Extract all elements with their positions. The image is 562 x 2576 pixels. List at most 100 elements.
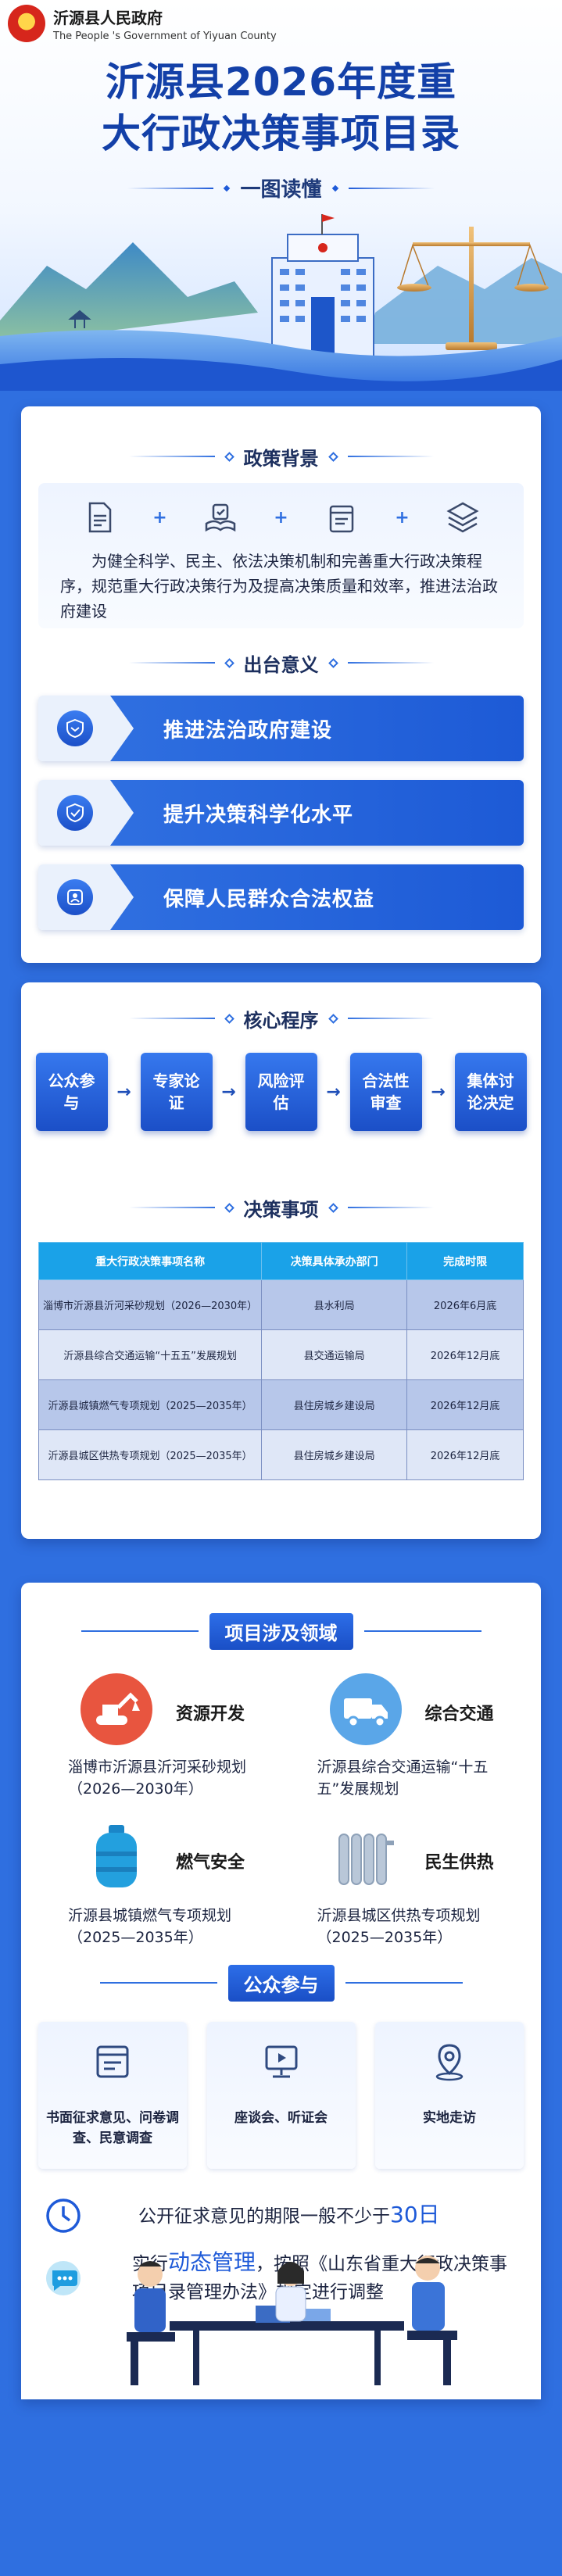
- participation-item: 实地走访: [375, 2022, 524, 2169]
- table-header: 完成时限: [406, 1242, 524, 1280]
- participation-list: 书面征求意见、问卷调查、民意调查 座谈会、听证会 实地走访: [38, 2022, 524, 2169]
- arrow-right-icon: →: [326, 1082, 341, 1102]
- title-line-1: 沂源县2026年度重: [105, 59, 457, 105]
- shield-check-icon: [57, 795, 93, 831]
- note-text-1: 公开征求意见的期限一般不少于30日: [76, 2201, 440, 2231]
- table-header: 重大行政决策事项名称: [38, 1242, 263, 1280]
- excavator-icon: [81, 1673, 152, 1745]
- clipboard-icon: [329, 505, 354, 533]
- government-building: [271, 214, 374, 360]
- plus-sign: +: [395, 507, 410, 528]
- table-row: 淄博市沂源县沂河采砂规划（2026—2030年） 县水利局 2026年6月底: [38, 1279, 524, 1330]
- domain-desc: 沂源县城镇燃气专项规划（2025—2035年）: [68, 1907, 232, 1946]
- domain-name: 燃气安全: [176, 1853, 245, 1873]
- document-icon: [88, 502, 112, 533]
- subtitle-text: 一图读懂: [240, 178, 322, 202]
- domain-desc: 沂源县综合交通运输“十五五”发展规划: [317, 1758, 489, 1798]
- screen-icon: [265, 2045, 297, 2078]
- significance-item: 提升决策科学化水平: [38, 780, 524, 846]
- procedure-step: 专家论证: [140, 1053, 213, 1131]
- domains-section-title: 项目涉及领域: [21, 1612, 541, 1650]
- gas-cylinder-icon: [96, 1825, 137, 1887]
- layers-icon: [446, 502, 479, 533]
- table-row: 沂源县城区供热专项规划（2025—2035年） 县住房城乡建设局 2026年12…: [38, 1429, 524, 1480]
- form-icon: [96, 2045, 129, 2078]
- title-line-right: [347, 456, 434, 457]
- page: ★ 沂源县人民政府 The People 's Government of Yi…: [0, 0, 562, 2399]
- significance-item: 保障人民群众合法权益: [38, 864, 524, 930]
- title-line-left: [128, 456, 215, 457]
- table-cell: 2026年12月底: [406, 1379, 524, 1430]
- person-figure: [127, 2261, 175, 2385]
- table-cell: 县住房城乡建设局: [261, 1429, 408, 1480]
- domain-name: 资源开发: [176, 1705, 245, 1724]
- domains-grid: 资源开发 淄博市沂源县沂河采砂规划（2026—2030年） 综合交通 沂源县综合…: [41, 1672, 524, 1950]
- title-line-left: [128, 662, 215, 664]
- participation-item: 书面征求意见、问卷调查、民意调查: [38, 2022, 187, 2169]
- domains-title: 项目涉及领域: [209, 1612, 353, 1650]
- title-line-left: [99, 1982, 217, 1984]
- divider-dot: [331, 184, 338, 191]
- note-item: 公开征求意见的期限一般不少于30日: [46, 2192, 524, 2239]
- table-cell: 县住房城乡建设局: [261, 1379, 408, 1430]
- water-wave: [0, 358, 562, 391]
- table-row: 沂源县综合交通运输“十五五”发展规划 县交通运输局 2026年12月底: [38, 1329, 524, 1380]
- table-cell: 沂源县城区供热专项规划（2025—2035年）: [38, 1429, 263, 1480]
- significance-label: 保障人民群众合法权益: [163, 887, 375, 911]
- title-diamond: [224, 657, 234, 668]
- domain-item: 综合交通 沂源县综合交通运输“十五五”发展规划: [291, 1672, 524, 1801]
- significance-label: 推进法治政府建设: [163, 718, 333, 742]
- plus-sign: +: [152, 507, 167, 528]
- participation-title: 公众参与: [227, 1964, 335, 2002]
- table-cell: 沂源县城镇燃气专项规划（2025—2035年）: [38, 1379, 263, 1430]
- participation-label: 座谈会、听证会: [234, 2110, 328, 2126]
- hero-banner: ★ 沂源县人民政府 The People 's Government of Yi…: [0, 0, 562, 391]
- title-line-right: [347, 1207, 434, 1208]
- title-diamond: [224, 451, 234, 462]
- title-line-2: 大行政决策事项目录: [102, 111, 460, 156]
- person-figure: [407, 2256, 457, 2385]
- title-diamond: [224, 1202, 234, 1213]
- title-line-right: [347, 1018, 434, 1019]
- title-diamond: [328, 1013, 338, 1024]
- domains-card: 项目涉及领域 资源开发 淄博市沂源县沂河采砂规划（2026—2030年）: [21, 1583, 541, 2399]
- significance-item: 推进法治政府建设: [38, 696, 524, 761]
- procedure-step: 风险评估: [245, 1053, 317, 1131]
- radiator-icon: [338, 1834, 394, 1885]
- table-cell: 2026年12月底: [406, 1329, 524, 1380]
- clock-icon: [46, 2199, 81, 2233]
- pavilion-shape: [68, 309, 91, 328]
- note-text-2: 实行动态管理，按照《山东省重大行政决策事项目录管理办法》规定进行调整: [76, 2249, 524, 2306]
- policy-card: 政策背景 + +: [21, 406, 541, 963]
- gov-header[interactable]: ★ 沂源县人民政府 The People 's Government of Yi…: [8, 5, 277, 42]
- participation-label: 实地走访: [423, 2110, 476, 2126]
- badge-icon: [57, 879, 93, 915]
- participation-section-title: 公众参与: [21, 1964, 541, 2002]
- title-line-right: [347, 662, 434, 664]
- table-row: 沂源县城镇燃气专项规划（2025—2035年） 县住房城乡建设局 2026年12…: [38, 1379, 524, 1430]
- shield-icon: [57, 710, 93, 746]
- table-cell: 2026年6月底: [406, 1279, 524, 1330]
- decisions-table: 重大行政决策事项名称 决策具体承办部门 完成时限 淄博市沂源县沂河采砂规划（20…: [38, 1242, 524, 1480]
- domain-item: 燃气安全 沂源县城镇燃气专项规划（2025—2035年）: [41, 1820, 275, 1950]
- policy-background-box: + + + 为健全科学、民主、依法决策机制和完善重大行政决: [38, 483, 524, 628]
- arrow-right-icon: →: [221, 1082, 236, 1102]
- title-line-right: [345, 1982, 463, 1984]
- significance-title: 出台意义: [243, 653, 319, 676]
- title-line-left: [81, 1630, 199, 1632]
- procedure-flow: 公众参与 → 专家论证 → 风险评估 → 合法性审查 → 集体讨论决定: [21, 1053, 541, 1131]
- chat-bubble-icon: [46, 2261, 81, 2295]
- gov-name-en: The People 's Government of Yiyuan Count…: [53, 30, 277, 42]
- table-header: 决策具体承办部门: [261, 1242, 408, 1280]
- note2-post: ，按照《山东省重大行政决策事项目录管理办法》规定进行调整: [132, 2254, 508, 2302]
- meeting-illustration: [21, 2256, 541, 2399]
- note1-highlight: 30日: [390, 2202, 440, 2227]
- gov-name: 沂源县人民政府: [53, 8, 163, 27]
- significance-list: 推进法治政府建设 提升决策科学化水平 保障人民群众合法权益: [38, 696, 524, 930]
- table-cell: 沂源县综合交通运输“十五五”发展规划: [38, 1329, 263, 1380]
- notes-list: 公开征求意见的期限一般不少于30日 实行动态管理，按照《山东省重大行政决策事项目…: [46, 2192, 524, 2306]
- divider-dot: [224, 184, 231, 191]
- policy-text: 为健全科学、民主、依法决策机制和完善重大行政决策程序，规范重大行政决策行为及提高…: [60, 552, 498, 621]
- procedure-title: 核心程序: [243, 1009, 319, 1032]
- arrow-right-icon: →: [116, 1082, 131, 1102]
